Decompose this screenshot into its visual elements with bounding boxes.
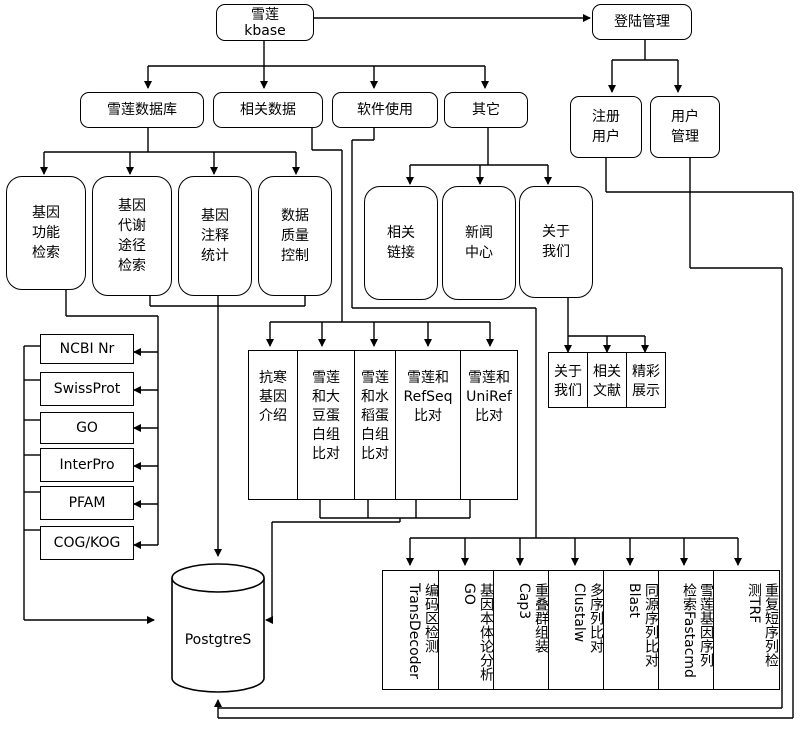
rice-protein-alignment[interactable]: 雪莲 和水 稻蛋 白组 比对 bbox=[354, 350, 396, 500]
showcase-item[interactable]: 精彩 展示 bbox=[626, 352, 666, 408]
tool-transdecoder[interactable]: 编码区检测 TransDecoder bbox=[383, 571, 439, 689]
other-box[interactable]: 其它 bbox=[444, 92, 528, 128]
tool-fastacmd[interactable]: 雪莲基因序列 检索Fastacmd bbox=[658, 571, 714, 689]
tool-go-analysis[interactable]: 基因本体论分析 GO bbox=[438, 571, 494, 689]
related-literature-item[interactable]: 相关 文献 bbox=[587, 352, 627, 408]
tool-cap3[interactable]: 重叠群组装 Cap3 bbox=[493, 571, 549, 689]
data-quality-control-box[interactable]: 数据 质量 控制 bbox=[258, 176, 332, 296]
about-us-box[interactable]: 关于 我们 bbox=[519, 186, 593, 298]
uniref-alignment[interactable]: 雪莲和 UniRef 比对 bbox=[460, 350, 518, 500]
related-data-box[interactable]: 相关数据 bbox=[213, 92, 323, 128]
refseq-alignment[interactable]: 雪莲和 RefSeq 比对 bbox=[395, 350, 461, 500]
tool-clustalw[interactable]: 多序列比对 Clustalw bbox=[548, 571, 604, 689]
tool-blast[interactable]: 同源序列比对 Blast bbox=[603, 571, 659, 689]
login-management-box[interactable]: 登陆管理 bbox=[592, 4, 692, 40]
db-pfam[interactable]: PFAM bbox=[40, 486, 134, 520]
cold-resistance-gene-intro[interactable]: 抗寒 基因 介绍 bbox=[248, 350, 298, 500]
gene-function-search-box[interactable]: 基因 功能 检索 bbox=[6, 176, 86, 290]
db-cog-kog[interactable]: COG/KOG bbox=[40, 526, 134, 560]
gene-metabolic-pathway-search-box[interactable]: 基因 代谢 途径 检索 bbox=[92, 176, 172, 296]
db-go[interactable]: GO bbox=[40, 412, 134, 444]
db-swissprot[interactable]: SwissProt bbox=[40, 372, 134, 406]
tool-trf[interactable]: 重复短序列检 测TRF bbox=[713, 571, 779, 689]
related-links-box[interactable]: 相关 链接 bbox=[364, 186, 438, 300]
news-center-box[interactable]: 新闻 中心 bbox=[442, 186, 516, 300]
about-us-item[interactable]: 关于 我们 bbox=[548, 352, 588, 408]
software-usage-box[interactable]: 软件使用 bbox=[332, 92, 438, 128]
user-management-box[interactable]: 用户 管理 bbox=[650, 96, 720, 158]
db-ncbi-nr[interactable]: NCBI Nr bbox=[40, 334, 134, 364]
register-user-box[interactable]: 注册 用户 bbox=[570, 96, 642, 158]
postgres-database-label: PostgtreS bbox=[184, 632, 252, 648]
kbase-root-box[interactable]: 雪莲 kbase bbox=[216, 4, 314, 41]
snow-lotus-database-box[interactable]: 雪莲数据库 bbox=[80, 92, 204, 128]
gene-annotation-statistics-box[interactable]: 基因 注释 统计 bbox=[178, 176, 252, 296]
soybean-protein-alignment[interactable]: 雪莲 和大 豆蛋 白组 比对 bbox=[297, 350, 355, 500]
db-interpro[interactable]: InterPro bbox=[40, 448, 134, 482]
